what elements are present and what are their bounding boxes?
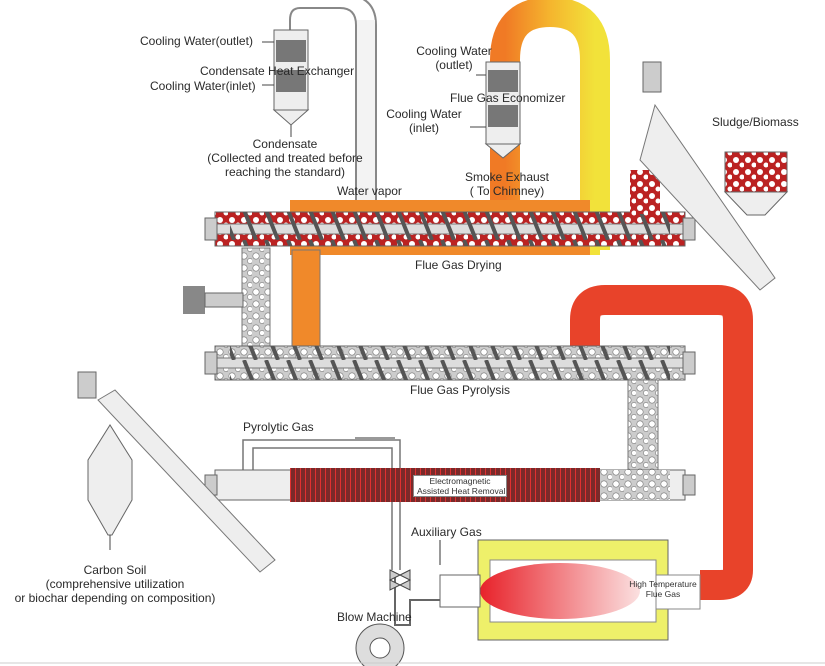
carbon-soil-3: or biochar depending on composition) <box>14 591 216 605</box>
furnace <box>439 539 701 641</box>
label-flue-gas-drying: Flue Gas Drying <box>415 258 502 272</box>
label-flue-gas-economizer: Flue Gas Economizer <box>450 91 566 105</box>
label-carbon-soil: Carbon Soil (comprehensive utilization o… <box>0 563 230 605</box>
economizer-flue-pipe <box>490 0 610 250</box>
orange-transfer-pipe <box>291 249 321 351</box>
label-cooling-water-outlet-1: Cooling Water(outlet) <box>140 34 253 48</box>
label-cooling-water-inlet-1: Cooling Water(inlet) <box>150 79 256 93</box>
smoke-exhaust-2: ( To Chimney) <box>469 184 545 198</box>
smoke-exhaust-1: Smoke Exhaust <box>464 170 550 184</box>
label-condensate: Condensate (Collected and treated before… <box>200 137 370 179</box>
cw-outlet-2b: (outlet) <box>435 58 473 72</box>
label-em-heat-removal: Electromagnetic Assisted Heat Removal <box>413 475 507 497</box>
cw-outlet-2a: Cooling Water <box>416 44 492 58</box>
label-blow-machine: Blow Machine <box>337 610 412 624</box>
condensate-note-1: (Collected and treated before <box>207 151 363 165</box>
cw-inlet-2a: Cooling Water <box>386 107 462 121</box>
flue-gas-economizer <box>470 61 522 159</box>
label-cooling-water-outlet-2: Cooling Water (outlet) <box>412 44 496 72</box>
em-heat-1: Electromagnetic <box>429 476 491 486</box>
label-condensate-heat-exchanger: Condensate Heat Exchanger <box>200 64 355 78</box>
high-temp-2: Flue Gas <box>645 589 681 599</box>
label-flue-gas-pyrolysis: Flue Gas Pyrolysis <box>410 383 511 397</box>
label-auxiliary-gas: Auxiliary Gas <box>411 525 482 539</box>
carbon-soil-feeder <box>77 371 276 573</box>
high-temp-flue-pipe <box>570 285 753 600</box>
em-heat-2: Assisted Heat Removal <box>417 486 506 496</box>
pyrolytic-gas-line <box>242 439 401 570</box>
flue-gas-pyrolysis-tube <box>204 345 696 471</box>
water-vapor-pipe <box>289 0 377 205</box>
label-high-temp-flue-gas: High Temperature Flue Gas <box>628 579 698 599</box>
high-temp-1: High Temperature <box>629 579 697 589</box>
label-smoke-exhaust: Smoke Exhaust ( To Chimney) <box>462 170 552 198</box>
condensate-note-2: reaching the standard) <box>224 165 346 179</box>
sludge-feeder <box>639 61 789 291</box>
label-cooling-water-inlet-2: Cooling Water (inlet) <box>382 107 466 135</box>
carbon-soil-1: Carbon Soil <box>83 563 147 577</box>
label-sludge-biomass: Sludge/Biomass <box>712 115 799 129</box>
condensate-title: Condensate <box>252 137 318 151</box>
motor-drive <box>183 286 244 314</box>
label-pyrolytic-gas: Pyrolytic Gas <box>243 420 314 434</box>
blow-machine <box>355 569 440 666</box>
cw-inlet-2b: (inlet) <box>408 121 439 135</box>
flue-gas-drying-tube <box>204 170 696 255</box>
carbon-soil-2: (comprehensive utilization <box>45 577 185 591</box>
label-water-vapor: Water vapor <box>337 184 402 198</box>
condensate-heat-exchanger <box>262 29 310 137</box>
flame <box>480 563 640 619</box>
